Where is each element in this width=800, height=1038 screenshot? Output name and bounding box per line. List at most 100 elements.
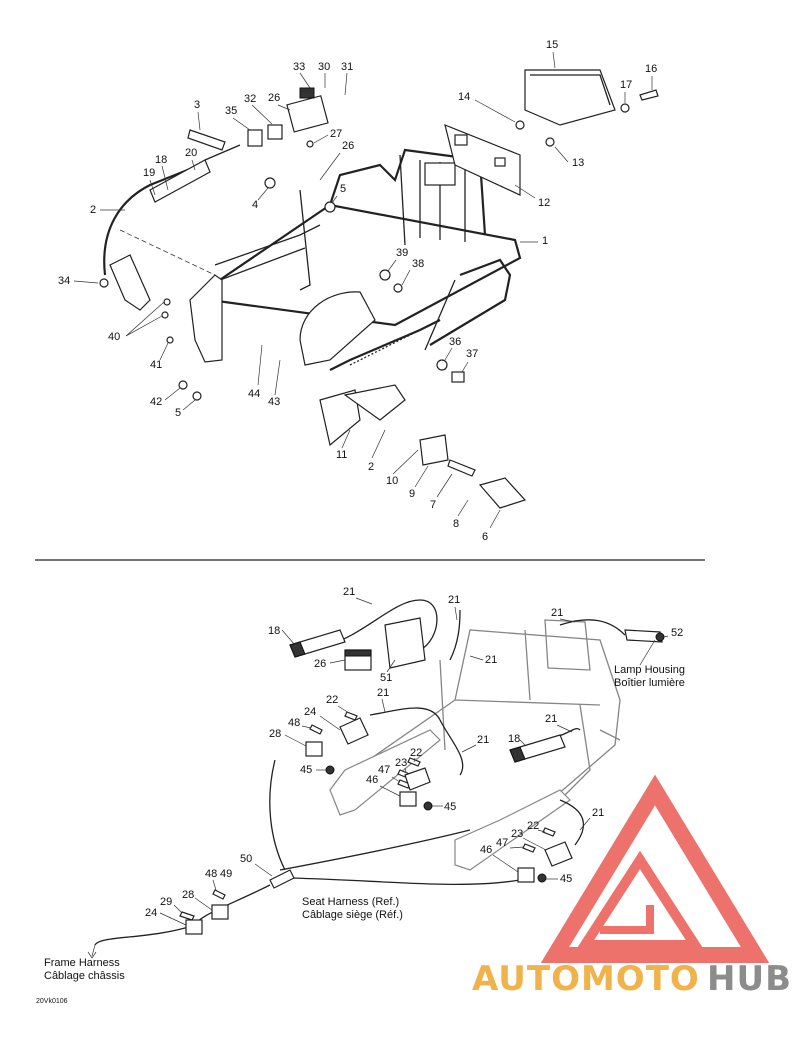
pin-47-right (522, 843, 536, 853)
pin-29 (179, 911, 195, 921)
svg-text:3: 3 (194, 99, 200, 111)
nut-13 (545, 137, 555, 147)
pin-47-upper (397, 779, 411, 789)
svg-text:21: 21 (551, 607, 563, 619)
side-shield (299, 291, 376, 366)
plug-45-mid (423, 801, 433, 811)
svg-text:20: 20 (185, 147, 197, 159)
svg-text:40: 40 (108, 331, 120, 343)
svg-text:46: 46 (366, 774, 378, 786)
svg-text:32: 32 (244, 93, 256, 105)
svg-text:45: 45 (300, 764, 312, 776)
svg-text:21: 21 (592, 807, 604, 819)
svg-text:28: 28 (182, 889, 194, 901)
connector-23-right (544, 841, 573, 867)
svg-text:5: 5 (340, 183, 346, 195)
bolt-40a (163, 298, 171, 306)
watermark-text-b: HUB (707, 959, 792, 999)
pin-48-49 (212, 889, 226, 900)
harness-wire-21-top (329, 599, 438, 651)
top-exploded-view: 1 2 2 3 4 5 5 6 7 8 9 10 11 12 (58, 39, 659, 543)
nut-41 (166, 336, 174, 344)
svg-text:18: 18 (268, 625, 280, 637)
washer-4 (264, 177, 276, 189)
switch-knob (299, 87, 315, 99)
automotohub-watermark: AUTOMOTO HUB (472, 774, 792, 999)
connector-28 (305, 741, 323, 757)
svg-text:7: 7 (430, 499, 436, 511)
svg-text:21: 21 (485, 654, 497, 666)
rack-frame (204, 148, 522, 371)
plate-10 (419, 434, 449, 466)
frame-harness-label-en: Frame Harness (44, 957, 120, 969)
svg-text:36: 36 (449, 336, 461, 348)
seat-harness-wire (279, 829, 521, 886)
lamp-connector-52 (624, 629, 663, 643)
svg-text:26: 26 (268, 92, 280, 104)
tail-light-15 (524, 69, 616, 126)
svg-text:42: 42 (150, 396, 162, 408)
bolt-40b (161, 311, 169, 319)
grab-handle-right (343, 384, 406, 421)
svg-text:47: 47 (496, 837, 508, 849)
switch-box-51 (384, 617, 426, 669)
harness-wire-21-mid (369, 707, 464, 776)
pin-22-upper (344, 711, 358, 721)
svg-text:8: 8 (453, 518, 459, 530)
left-side-bracket (189, 274, 223, 363)
bottom-callout-labels: 18 18 21 21 21 21 21 21 21 21 22 22 22 (145, 586, 683, 926)
svg-text:48: 48 (205, 868, 217, 880)
watermark-text-a: AUTOMOTO (472, 959, 700, 999)
switch-housing (286, 95, 329, 133)
svg-text:4: 4 (252, 199, 258, 211)
svg-text:50: 50 (240, 853, 252, 865)
pin-48 (309, 724, 323, 735)
svg-text:39: 39 (396, 247, 408, 259)
bolt-37 (451, 371, 465, 383)
harness-loop-left (269, 759, 286, 871)
svg-text:26: 26 (314, 658, 326, 670)
svg-text:10: 10 (386, 475, 398, 487)
screw-27 (306, 140, 314, 148)
handle-grip-left (109, 254, 151, 311)
rack-ghost (329, 619, 621, 871)
connector-23-mid (404, 767, 431, 791)
svg-text:21: 21 (545, 713, 557, 725)
svg-text:45: 45 (560, 873, 572, 885)
washer-36 (436, 359, 448, 371)
svg-text:2: 2 (368, 461, 374, 473)
nut-5b (192, 391, 202, 401)
grab-handle-left (103, 163, 201, 276)
svg-text:19: 19 (143, 167, 155, 179)
svg-text:46: 46 (480, 844, 492, 856)
svg-text:26: 26 (342, 140, 354, 152)
svg-text:48: 48 (288, 717, 300, 729)
svg-text:51: 51 (380, 672, 392, 684)
connector-28-lower (211, 904, 229, 920)
svg-text:14: 14 (458, 91, 470, 103)
figure-reference: 20Vk0106 (36, 998, 68, 1005)
svg-text:12: 12 (538, 197, 550, 209)
washer-42 (178, 380, 188, 390)
svg-text:52: 52 (671, 627, 683, 639)
bottom-wiring-view: 18 18 21 21 21 21 21 21 21 21 22 22 22 (36, 586, 685, 1005)
screw-16 (639, 89, 659, 101)
svg-text:41: 41 (150, 359, 162, 371)
lamp-housing-label-en: Lamp Housing (614, 664, 685, 676)
harness-wire-21-right (449, 609, 461, 661)
svg-text:21: 21 (377, 687, 389, 699)
svg-text:49: 49 (220, 868, 232, 880)
svg-text:31: 31 (341, 61, 353, 73)
watermark-logo (540, 774, 770, 963)
sleeve-50 (269, 869, 295, 889)
switch-cap-35 (247, 129, 263, 147)
svg-text:24: 24 (304, 706, 316, 718)
switch-32 (267, 124, 283, 140)
washer-17 (620, 103, 630, 113)
svg-text:29: 29 (160, 896, 172, 908)
svg-text:9: 9 (409, 488, 415, 500)
svg-text:18: 18 (155, 154, 167, 166)
connector-24-lower (185, 919, 203, 935)
connector-46-right (517, 867, 535, 883)
svg-text:17: 17 (620, 79, 632, 91)
